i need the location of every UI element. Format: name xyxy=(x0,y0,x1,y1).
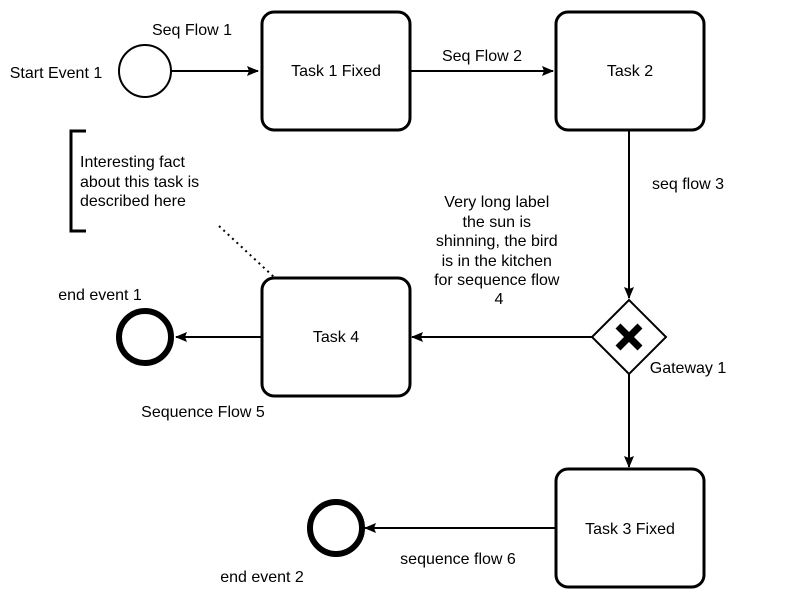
end-event-1[interactable] xyxy=(116,308,174,366)
annotation-text-line: described here xyxy=(80,193,186,210)
seq-flow-4-label-line: the sun is xyxy=(463,214,531,231)
annotation-bracket[interactable] xyxy=(69,129,86,233)
task-3-fixed[interactable] xyxy=(554,467,706,589)
task-2[interactable] xyxy=(554,10,706,132)
start-event-1-label: Start Event 1 xyxy=(10,65,103,82)
end-event-2[interactable] xyxy=(307,499,365,557)
task-2-label: Task 2 xyxy=(607,63,653,80)
seq-flow-4-label-line: 4 xyxy=(495,291,504,308)
annotation-text-line: about this task is xyxy=(80,174,199,191)
seq-flow-4-label-line: is in the kitchen xyxy=(442,253,552,270)
seq-flow-6-label: sequence flow 6 xyxy=(400,551,516,568)
gateway-1-label: Gateway 1 xyxy=(650,360,727,377)
start-event-1[interactable] xyxy=(118,44,172,98)
seq-flow-4-label-line: shinning, the bird xyxy=(436,233,558,250)
seq-flow-4-label-line: for sequence flow xyxy=(434,272,560,289)
end-event-1-label: end event 1 xyxy=(58,287,142,304)
task-4-label: Task 4 xyxy=(313,329,359,346)
seq-flow-3-label: seq flow 3 xyxy=(652,176,724,193)
seq-flow-5-label: Sequence Flow 5 xyxy=(141,404,265,421)
task-1-label: Task 1 Fixed xyxy=(291,63,381,80)
end-event-2-label: end event 2 xyxy=(220,569,304,586)
annotation-text-line: Interesting fact xyxy=(80,154,186,171)
annotation-association[interactable] xyxy=(218,225,276,279)
annotation-text: Interesting fact about this task is desc… xyxy=(80,154,204,210)
task-3-label: Task 3 Fixed xyxy=(585,521,675,538)
x-icon xyxy=(615,323,643,351)
seq-flow-4-label-line: Very long label xyxy=(444,194,549,211)
seq-flow-1-label: Seq Flow 1 xyxy=(152,22,232,39)
task-1-fixed[interactable] xyxy=(260,10,412,132)
seq-flow-2-label: Seq Flow 2 xyxy=(442,48,522,65)
task-4[interactable] xyxy=(260,276,412,398)
seq-flow-4-label: Very long label the sun is shinning, the… xyxy=(434,194,564,308)
